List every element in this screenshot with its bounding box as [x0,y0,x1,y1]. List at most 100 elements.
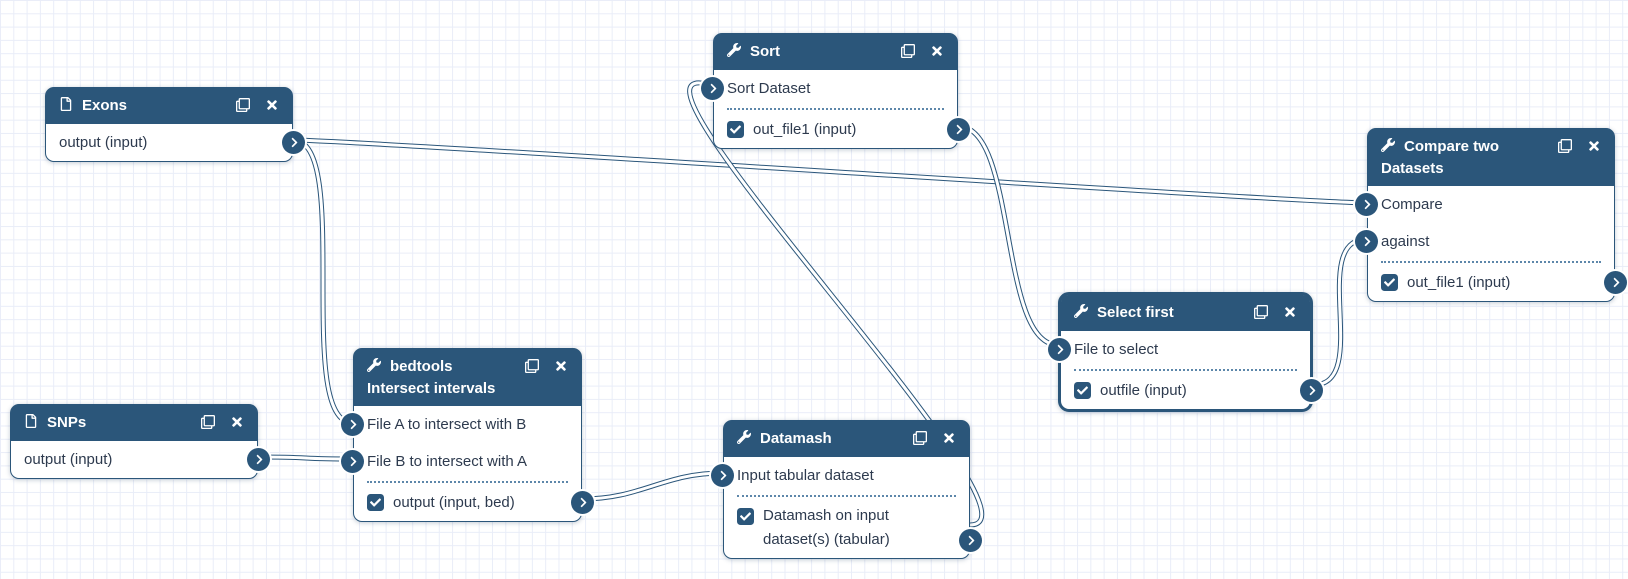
node-header[interactable]: Sort [714,34,957,70]
input-terminal[interactable] [341,413,364,436]
workflow-edge [292,138,354,425]
close-icon[interactable] [942,431,956,445]
close-icon[interactable] [265,98,279,112]
output-terminal[interactable] [282,131,305,154]
node-output-row: outfile (input) [1061,372,1323,409]
workflow-edge [581,471,724,501]
node-output-row: output (input, bed) [354,484,594,521]
node-title: SNPs [47,414,87,431]
output-terminal[interactable] [571,491,594,514]
output-label: out_file1 (input) [1407,273,1511,291]
node-title: Exons [82,97,128,114]
node-title: bedtools Intersect intervals [367,358,496,397]
input-label: File B to intersect with A [367,452,528,470]
output-terminal[interactable] [947,118,970,141]
output-terminal[interactable] [247,448,270,471]
input-label: Input tabular dataset [737,466,874,484]
input-terminal[interactable] [711,464,734,487]
input-terminal[interactable] [341,450,364,473]
close-icon[interactable] [930,44,944,58]
row-divider [727,108,944,110]
node-output-row: out_file1 (input) [714,111,970,148]
workflow-edge [292,138,1368,205]
node-title: Datamash [760,430,832,447]
output-label: output (input, bed) [393,493,515,511]
node-output-row: Datamash on input dataset(s) (tabular) [724,498,982,558]
clone-icon[interactable] [1254,305,1268,319]
node-title: Sort [750,43,780,60]
wrench-icon [737,429,751,450]
row-divider [1074,369,1297,371]
output-checkbox[interactable] [1381,274,1398,291]
close-icon[interactable] [554,359,568,373]
node-title: Compare two Datasets [1381,138,1500,177]
node-header[interactable]: SNPs [11,405,257,441]
clone-icon[interactable] [201,415,215,429]
node-header[interactable]: Select first [1061,295,1310,331]
workflow-edge [957,124,1059,347]
wrench-icon [727,42,741,63]
close-icon[interactable] [1283,305,1297,319]
input-label: Compare [1381,195,1443,213]
node-header[interactable]: Exons [46,88,292,124]
close-icon[interactable] [1587,139,1601,153]
output-label: outfile (input) [1100,381,1187,399]
node-input-row: Sort Dataset [701,70,957,107]
node-input-row: Input tabular dataset [711,457,969,494]
input-label: Sort Dataset [727,79,811,97]
output-terminal[interactable] [1604,271,1627,294]
node-header[interactable]: bedtools Intersect intervals [354,349,581,406]
clone-icon[interactable] [913,431,927,445]
output-label: out_file1 (input) [753,120,857,138]
node-header[interactable]: Datamash [724,421,969,457]
output-checkbox[interactable] [1074,382,1091,399]
node-exons[interactable]: Exons output (input) [45,87,305,162]
node-snps[interactable]: SNPs output (input) [10,404,270,479]
input-label: against [1381,232,1430,250]
output-label: output (input) [24,450,113,468]
node-input-row: File to select [1048,331,1310,368]
output-checkbox[interactable] [727,121,744,138]
workflow-edge [1312,237,1368,387]
clone-icon[interactable] [1558,139,1572,153]
workflow-edge [688,81,984,527]
clone-icon[interactable] [901,44,915,58]
close-icon[interactable] [230,415,244,429]
row-divider [737,495,956,497]
clone-icon[interactable] [525,359,539,373]
clone-icon[interactable] [236,98,250,112]
wrench-icon [1381,137,1395,158]
output-checkbox[interactable] [367,494,384,511]
output-checkbox[interactable] [737,508,754,525]
node-output-row: output (input) [11,441,270,478]
workflow-edge [257,455,354,461]
node-header[interactable]: Compare two Datasets [1368,129,1614,186]
output-label: Datamash on input dataset(s) (tabular) [763,507,890,548]
node-output-row: out_file1 (input) [1368,264,1627,301]
file-icon [59,96,73,117]
input-terminal[interactable] [1355,230,1378,253]
row-divider [1381,261,1601,263]
input-terminal[interactable] [1355,193,1378,216]
node-input-row: against [1355,223,1614,260]
input-label: File to select [1074,340,1159,358]
output-terminal[interactable] [1300,379,1323,402]
node-input-row: File B to intersect with A [341,443,581,480]
input-terminal[interactable] [701,77,724,100]
file-icon [24,413,38,434]
input-label: File A to intersect with B [367,415,527,433]
row-divider [367,481,568,483]
output-label: output (input) [59,133,148,151]
output-terminal[interactable] [959,529,982,552]
node-title: Select first [1097,304,1174,321]
node-output-row: output (input) [46,124,305,161]
input-terminal[interactable] [1048,338,1071,361]
wrench-icon [1074,303,1088,324]
